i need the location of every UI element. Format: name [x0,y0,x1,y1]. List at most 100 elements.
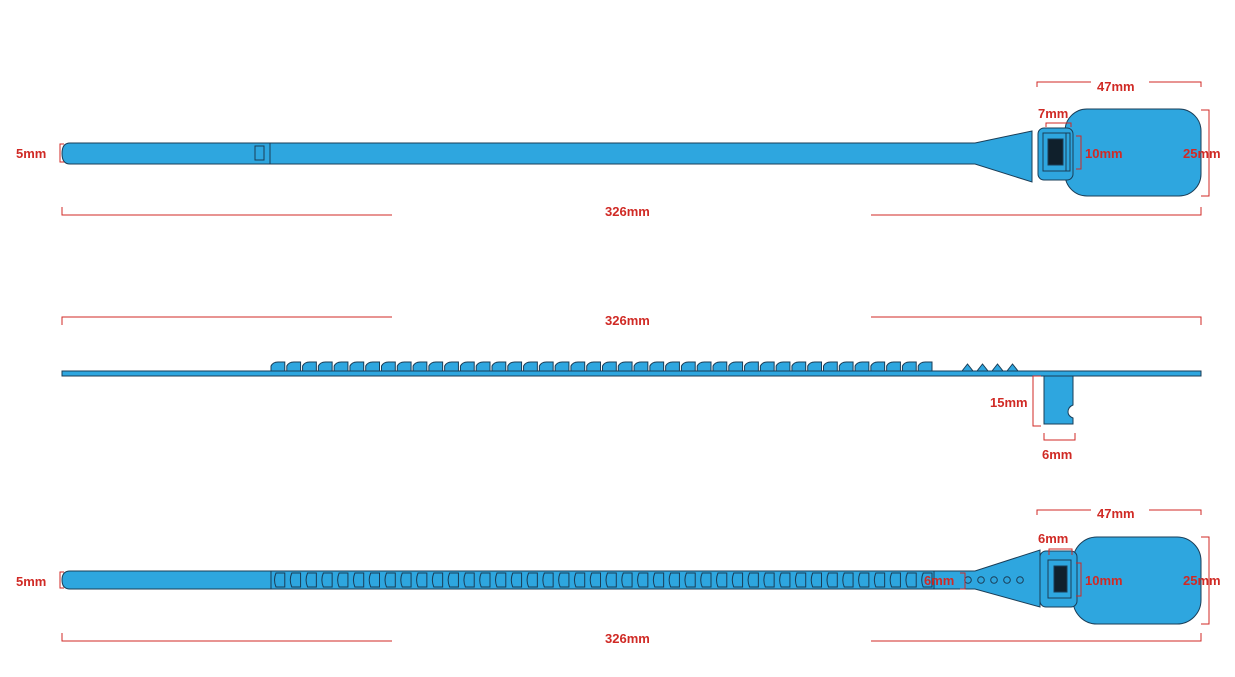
side-tooth [317,361,333,372]
side-small-teeth [960,363,1020,372]
side-tooth [665,361,680,372]
bottom-ratchet-band [270,570,935,590]
bottom-ratchet [652,572,665,588]
top-lock-width-bracket [1045,122,1072,127]
side-tooth [680,361,696,372]
side-tooth [475,361,491,372]
bottom-hole [990,576,998,584]
bottom-head-width-label: 47mm [1097,506,1135,521]
bottom-hole [977,576,985,584]
bottom-ratchet [589,572,601,588]
bottom-ratchet [605,572,617,588]
side-tooth [870,361,886,372]
side-tooth [270,361,286,372]
bottom-ratchet [905,572,917,588]
bottom-ratchet [289,572,302,588]
bottom-ratchet [637,572,649,588]
side-tooth [791,361,807,372]
bottom-ratchet [700,572,712,588]
bottom-hole [1003,576,1011,584]
bottom-ratchet [510,572,523,588]
side-tooth [901,361,917,372]
bottom-strap [61,549,1041,608]
side-small-tooth [960,363,975,372]
side-length-line [61,316,1202,325]
top-lock-height-label: 10mm [1085,146,1123,161]
bottom-hole [1016,576,1024,584]
side-small-tooth [975,363,990,372]
bottom-ratchet [858,572,870,588]
bottom-ratchet [479,572,491,588]
side-tooth [633,361,649,372]
side-tooth [396,361,412,372]
bottom-ratchet [431,572,444,588]
side-tooth [823,361,838,372]
top-view: 5mm 47mm 7mm 10mm 25mm 326mm [16,79,1221,219]
bottom-lock-width-label: 6mm [1038,531,1068,546]
bottom-ratchet [747,572,759,588]
bottom-ratchet [621,572,633,588]
side-tooth [412,361,428,372]
bottom-ratchet [779,572,791,588]
bottom-ratchet [368,572,380,588]
bottom-ratchet [274,572,286,588]
bottom-ratchet [873,572,886,588]
top-lock-width-label: 7mm [1038,106,1068,121]
bottom-lock-width-bracket [1048,548,1073,555]
side-tooth [617,361,633,372]
bottom-length-label: 326mm [605,631,650,646]
bottom-ratchet [447,572,459,588]
side-tooth [696,361,712,372]
bottom-ratchet [889,572,901,588]
bottom-ratchet [305,572,317,588]
side-tooth [538,361,554,372]
bottom-ratchet [321,572,333,588]
side-tooth [917,361,933,372]
bottom-neck-width-bracket [960,572,966,590]
side-tooth [649,361,665,372]
side-teeth [270,361,933,372]
bottom-ratchet [384,572,396,588]
side-tooth [459,361,475,372]
bottom-ratchet [463,572,475,588]
top-head-height-label: 25mm [1183,146,1221,161]
top-head-width-label: 47mm [1097,79,1135,94]
top-lock-insert [1047,138,1064,166]
side-tooth [712,361,728,372]
side-tooth [491,361,507,372]
bottom-ratchet [352,572,365,588]
bottom-ratchet [716,572,728,588]
side-tooth [302,361,317,372]
bottom-ratchet [763,572,775,588]
side-tab [1043,375,1074,425]
side-tooth [807,361,822,372]
bottom-ratchet [400,572,412,588]
top-head-height-bracket [1201,109,1210,197]
bottom-lock-height-bracket [1076,562,1082,597]
bottom-ratchet [526,572,538,588]
side-tooth [523,361,538,372]
bottom-ratchet [668,572,680,588]
side-tooth [838,361,854,372]
side-tab-height-bracket [1032,375,1041,427]
side-length-label: 326mm [605,313,650,328]
bottom-neck-width-label: 6mm [924,573,954,588]
bottom-strap-width-label: 5mm [16,574,46,589]
side-strap [61,370,1202,377]
bottom-length-line [61,633,1202,642]
bottom-head-height-label: 25mm [1183,573,1221,588]
bottom-lock-insert [1053,565,1068,593]
side-tooth [365,361,380,372]
bottom-ratchet [810,572,822,588]
side-tooth [602,361,617,372]
bottom-ratchet [495,572,507,588]
side-tooth [854,361,870,372]
side-tooth [744,361,759,372]
bottom-ratchet [794,572,807,588]
top-head-width-line [1036,81,1202,87]
top-lock-frame [1042,132,1071,172]
top-strap-slot [254,145,265,161]
side-tooth [728,361,744,372]
bottom-strap-width-bracket [59,571,64,589]
